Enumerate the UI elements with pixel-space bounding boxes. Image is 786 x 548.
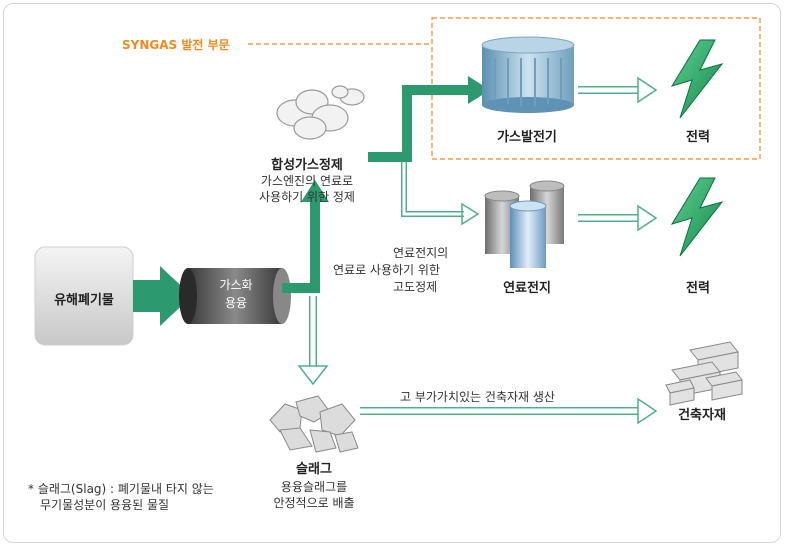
footnote-line2: 무기물성분이 용융된 물질 [40, 498, 170, 512]
cleanup-to-generator-arrowhead [468, 76, 490, 104]
slag-to-material-arrowhead [637, 397, 658, 425]
power-bolt-icon-top [670, 39, 724, 119]
fuelcell-desc3: 고도정제 [393, 280, 438, 294]
footnote-line1: * 슬래그(Slag) : 폐기물내 타지 않는 [28, 482, 214, 496]
generator-to-power-arrowhead [637, 76, 658, 104]
slag-desc2: 안정적으로 배출 [273, 496, 355, 510]
high-value-label: 고 부가가치있는 건축자재 생산 [400, 390, 555, 404]
cleanup-to-generator-line [368, 85, 470, 162]
building-material-label: 건축자재 [678, 408, 726, 423]
cleanup-to-fuelcell-line [402, 162, 464, 216]
gasifier-to-slag-arrowhead [297, 365, 329, 386]
waste-to-gasifier-arrow [133, 266, 192, 326]
fuel-cell-icon [484, 180, 565, 268]
syngas-cleanup-desc2: 사용하기 위한 정제 [259, 190, 355, 204]
syngas-section-label: SYNGAS 발전 부문 [122, 38, 230, 52]
syngas-cleanup-label: 합성가스정제 [271, 158, 343, 173]
syngas-cleanup-desc1: 가스엔진의 연료로 [260, 174, 354, 188]
fuelcell-desc2: 연료로 사용하기 위한 [333, 263, 440, 277]
gas-generator-icon [481, 36, 575, 113]
fuelcell-desc1: 연료전지의 [393, 246, 449, 260]
gasifier-to-cleanup-arrowhead [301, 180, 329, 202]
power-label-mid: 전력 [686, 281, 710, 296]
slag-label: 슬래그 [296, 462, 332, 477]
gas-generator-label: 가스발전기 [497, 130, 557, 145]
gasifier-label-line2: 용융 [224, 296, 248, 310]
building-material-icon [665, 341, 743, 406]
cloud-icon [276, 85, 365, 140]
gasifier-label-line1: 가스화 [219, 278, 253, 292]
cleanup-to-fuelcell-arrowhead [461, 202, 480, 226]
diagram-frame [3, 3, 781, 543]
waste-label: 유해폐기물 [54, 293, 114, 308]
fuelcell-to-power-arrowhead [637, 204, 658, 232]
gasifier-to-cleanup-line [282, 200, 320, 293]
power-bolt-icon-mid [670, 177, 724, 257]
slag-rocks-icon [269, 395, 359, 453]
power-label-top: 전력 [686, 130, 710, 145]
slag-desc1: 용융슬래그를 [280, 480, 348, 494]
fuel-cell-label: 연료전지 [503, 281, 551, 296]
gasifier-cylinder [179, 268, 291, 324]
